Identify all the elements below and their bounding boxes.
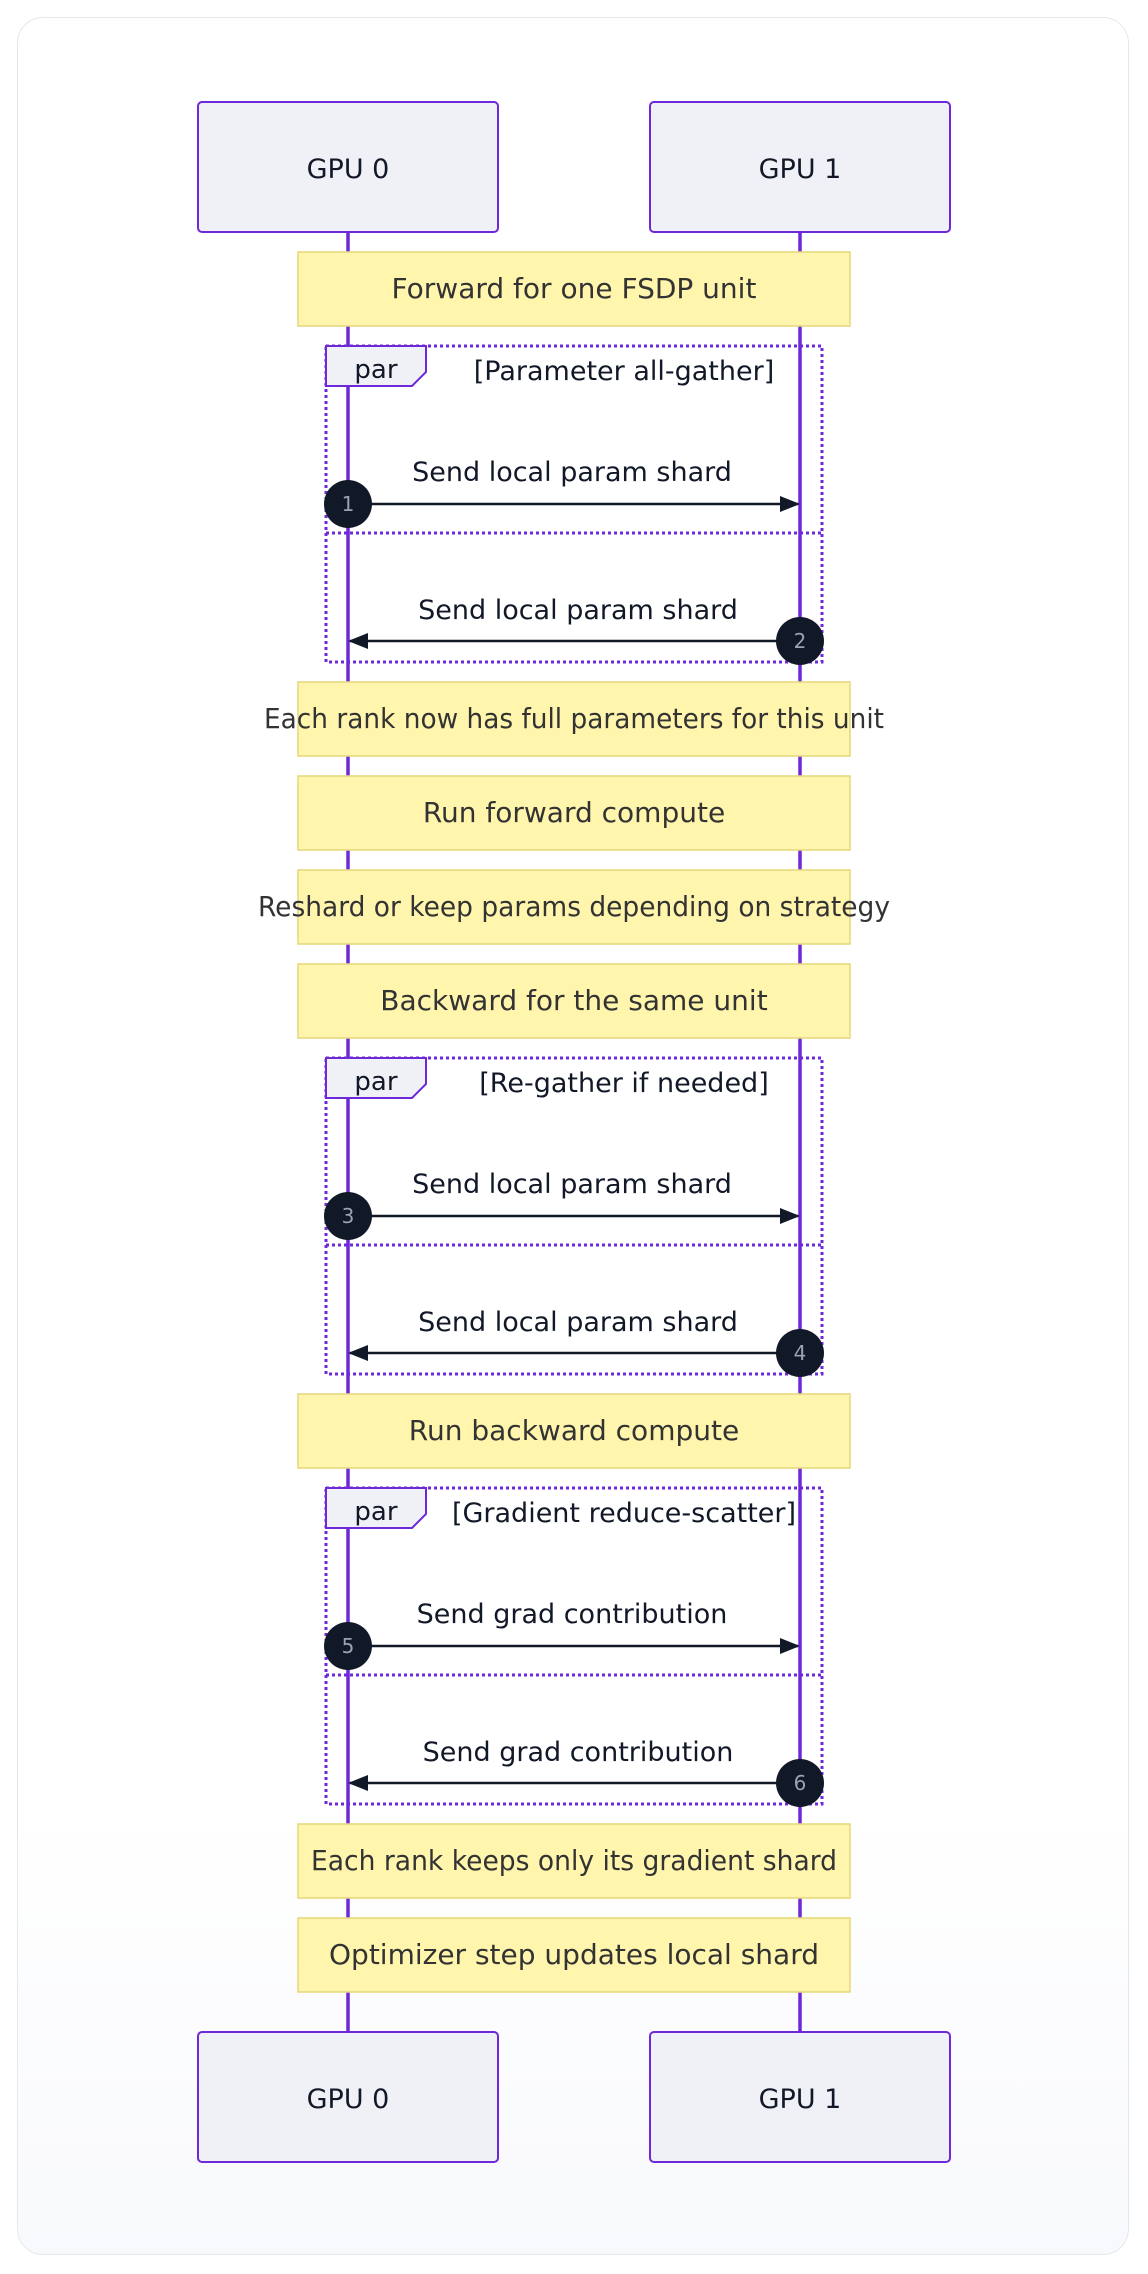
note-forward-unit: Forward for one FSDP unit: [297, 251, 851, 327]
sequence-number-badge: [324, 480, 372, 528]
message-1: Send local param shard 1: [324, 457, 800, 528]
note-text: Run backward compute: [409, 1414, 739, 1447]
sequence-number-badge: [324, 1192, 372, 1240]
note-backward-compute: Run backward compute: [297, 1393, 851, 1469]
message-label: Send local param shard: [418, 595, 738, 626]
note-text: Backward for the same unit: [380, 984, 767, 1017]
frame-condition: [Re-gather if needed]: [479, 1068, 768, 1099]
par-frame-all-gather: par [Parameter all-gather]: [324, 344, 824, 664]
sequence-number: 5: [342, 1634, 355, 1658]
sequence-number: 2: [794, 629, 807, 653]
actor-label: GPU 0: [307, 154, 390, 185]
note-forward-compute: Run forward compute: [297, 775, 851, 851]
sequence-number: 4: [794, 1341, 807, 1365]
note-backward-unit: Backward for the same unit: [297, 963, 851, 1039]
note-text: Run forward compute: [423, 796, 725, 829]
frame-keyword: par: [354, 1067, 397, 1097]
actor-gpu1-top: GPU 1: [649, 101, 951, 233]
actor-gpu1-bottom: GPU 1: [649, 2031, 951, 2163]
message-6: Send grad contribution 6: [348, 1737, 824, 1807]
par-frame-reduce-scatter: par [Gradient reduce-scatter]: [324, 1486, 824, 1806]
note-full-parameters: Each rank now has full parameters for th…: [264, 681, 884, 757]
note-text: Reshard or keep params depending on stra…: [258, 890, 890, 923]
actor-gpu0-top: GPU 0: [197, 101, 499, 233]
note-gradient-shard: Each rank keeps only its gradient shard: [297, 1823, 851, 1899]
frame-condition: [Gradient reduce-scatter]: [452, 1498, 796, 1529]
note-reshard: Reshard or keep params depending on stra…: [258, 869, 890, 945]
message-2: Send local param shard 2: [348, 595, 824, 665]
message-5: Send grad contribution 5: [324, 1599, 800, 1670]
message-label: Send local param shard: [418, 1307, 738, 1338]
sequence-number: 3: [342, 1204, 355, 1228]
message-3: Send local param shard 3: [324, 1169, 800, 1240]
message-label: Send grad contribution: [417, 1599, 728, 1630]
actor-label: GPU 1: [759, 154, 842, 185]
actor-label: GPU 1: [759, 2084, 842, 2115]
sequence-number: 6: [794, 1771, 807, 1795]
message-label: Send local param shard: [412, 1169, 732, 1200]
frame-condition: [Parameter all-gather]: [474, 356, 775, 387]
note-optimizer-step: Optimizer step updates local shard: [297, 1917, 851, 1993]
sequence-number-badge: [776, 617, 824, 665]
message-label: Send grad contribution: [423, 1737, 734, 1768]
message-label: Send local param shard: [412, 457, 732, 488]
frame-keyword: par: [354, 355, 397, 385]
sequence-number-badge: [776, 1759, 824, 1807]
frame-keyword: par: [354, 1497, 397, 1527]
note-text: Each rank now has full parameters for th…: [264, 702, 884, 735]
note-text: Optimizer step updates local shard: [329, 1938, 819, 1971]
message-4: Send local param shard 4: [348, 1307, 824, 1377]
sequence-number-badge: [324, 1622, 372, 1670]
sequence-number: 1: [342, 492, 355, 516]
note-text: Forward for one FSDP unit: [392, 272, 757, 305]
note-text: Each rank keeps only its gradient shard: [311, 1844, 837, 1877]
actor-gpu0-bottom: GPU 0: [197, 2031, 499, 2163]
sequence-number-badge: [776, 1329, 824, 1377]
actor-label: GPU 0: [307, 2084, 390, 2115]
